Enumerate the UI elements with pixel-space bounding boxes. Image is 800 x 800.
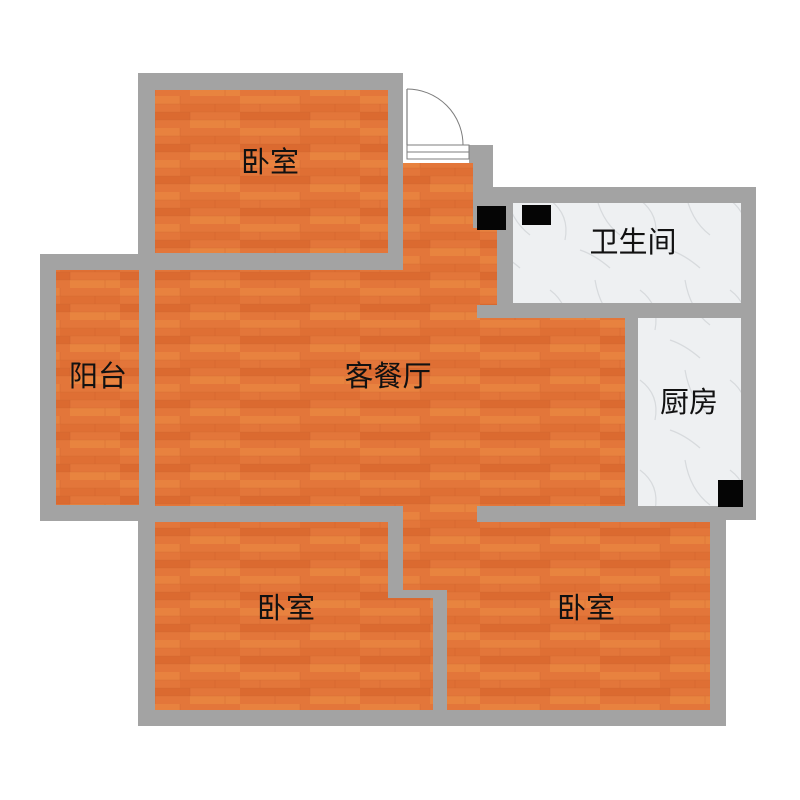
label-bedroom-bottom-left: 卧室 [257,591,315,625]
fixture-bathroom [522,205,551,225]
room-labels: 卧室 卫生间 阳台 客餐厅 厨房 卧室 卧室 [69,145,718,625]
floor-bedroom-bottom-right [447,522,710,710]
label-bedroom-bottom-right: 卧室 [557,591,615,625]
fixtures [477,205,743,507]
floor-living-dining [155,163,625,590]
label-living-dining: 客餐厅 [344,359,431,393]
floors [56,90,741,710]
label-bathroom: 卫生间 [589,225,676,259]
door-swing-arc [406,88,464,146]
fixture-kitchen [718,480,743,507]
label-bedroom-top: 卧室 [241,145,299,179]
floor-bedroom-bottom-left [155,522,388,710]
floor-bedroom-bottom-left-ext [388,598,433,710]
floor-balcony [56,270,139,505]
label-kitchen: 厨房 [660,385,718,419]
entrance-door [403,73,470,163]
fixture-hall [477,206,506,230]
floor-bedroom-top [155,90,388,253]
label-balcony: 阳台 [69,359,127,393]
floor-kitchen [638,318,741,506]
